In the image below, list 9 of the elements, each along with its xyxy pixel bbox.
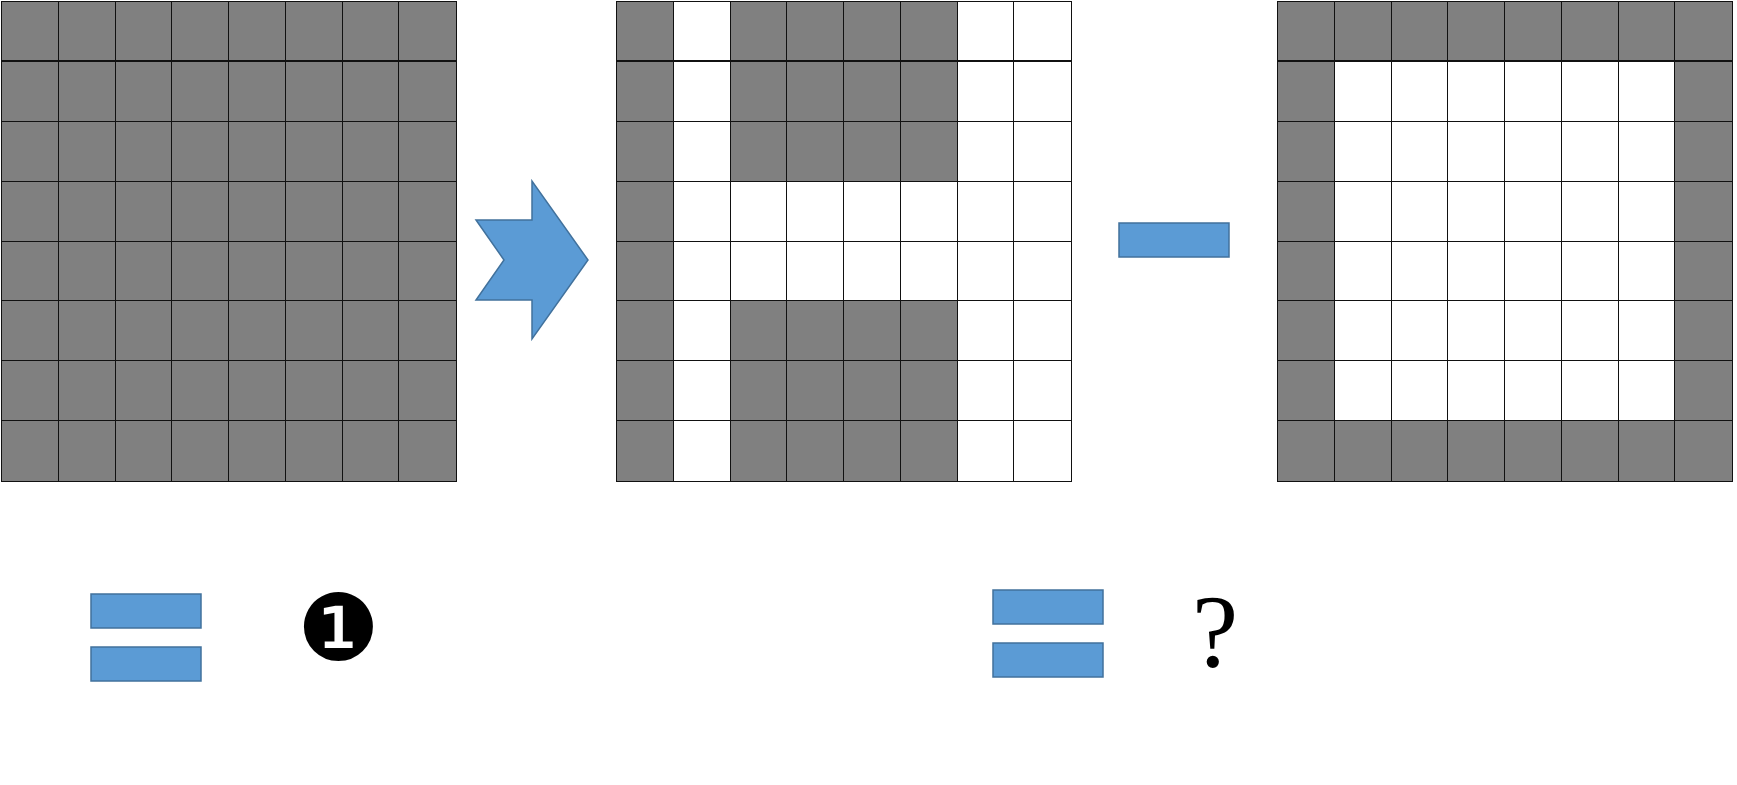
pixel-grid [1, 1, 457, 482]
equals-sign [90, 593, 202, 683]
pixel-grid [616, 1, 1072, 482]
circled-number: ❶ [297, 583, 380, 675]
pixel-grid [1277, 1, 1733, 482]
minus-sign [1118, 222, 1230, 259]
question-mark: ? [1192, 580, 1239, 684]
chevron-arrow [474, 178, 589, 342]
equals-sign [992, 589, 1104, 679]
